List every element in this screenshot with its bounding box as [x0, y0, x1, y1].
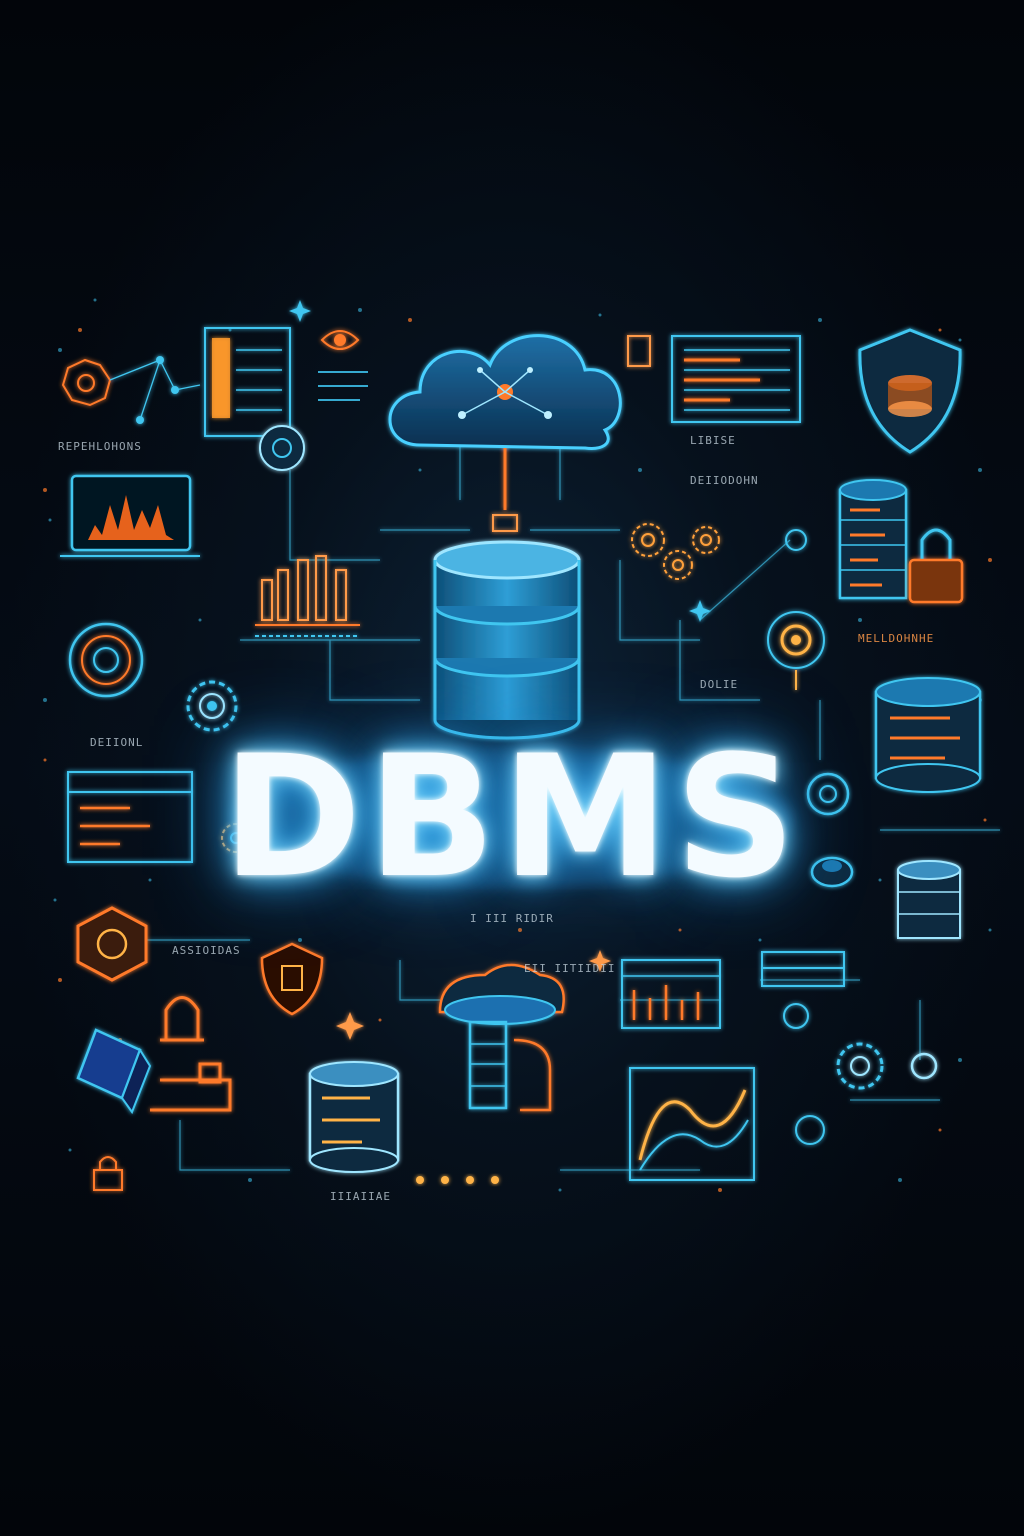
database-icon-bottom — [308, 1061, 400, 1173]
table-icon-left — [67, 771, 193, 863]
connection-lines — [130, 440, 1000, 1171]
chain-links — [416, 1176, 499, 1184]
table-icon — [204, 327, 291, 437]
radar-icon — [767, 529, 825, 690]
gear-icon — [631, 523, 720, 580]
label-upper-center: DEIIODOHN — [690, 474, 759, 487]
label-left-mid: DEIIONL — [90, 736, 144, 749]
label-top-center: LIBISE — [690, 434, 736, 447]
hexagon-shield-icon — [76, 906, 148, 982]
title-glow — [232, 748, 792, 888]
list-panel-icon — [627, 335, 801, 423]
label-center-low-right: EII IITIIDII — [524, 962, 616, 975]
ambient-particles — [43, 298, 992, 1192]
sparkle-stars — [289, 300, 711, 1040]
helmet-icon — [160, 996, 204, 1042]
gear-icon-left — [186, 680, 238, 732]
gear-icon-bottom-right — [783, 1003, 938, 1145]
bar-chart-icon — [255, 555, 360, 637]
padlock-small-icon — [93, 1156, 123, 1191]
node-circle-icon — [259, 425, 305, 471]
shield-lock-icon — [260, 942, 324, 1016]
server-cloud-icon — [438, 963, 565, 1112]
label-bottom: IIIAIIAE — [330, 1190, 391, 1203]
shield-icon — [858, 328, 962, 454]
label-right-mid: DOLIE — [700, 678, 739, 691]
cube-icon — [76, 1028, 152, 1115]
cloud-network-icon — [388, 334, 622, 532]
label-center-low: I III RIDIR — [470, 912, 554, 925]
dbms-title: DBMS — [222, 719, 802, 915]
server-rack-icon — [761, 951, 845, 987]
label-left-low: ASSIOIDAS — [172, 944, 241, 957]
pipe-icon — [150, 1062, 232, 1112]
spreadsheet-icon — [621, 959, 721, 1029]
eye-icon — [320, 330, 360, 350]
line-chart-icon — [629, 1067, 755, 1181]
node-network-icon — [61, 356, 201, 424]
menu-lines-icon — [318, 371, 368, 401]
database-icon — [433, 540, 581, 740]
target-icon — [68, 622, 144, 698]
ring-icon — [806, 772, 854, 888]
database-icon-right — [874, 677, 982, 793]
database-lock-icon — [838, 479, 908, 600]
database-icon-small — [897, 860, 961, 939]
label-top-left: REPEHLOHONS — [58, 440, 142, 453]
monitor-icon — [60, 474, 200, 557]
label-right-upper: MELLDOHNHE — [858, 632, 935, 645]
lock-icon — [908, 528, 964, 604]
